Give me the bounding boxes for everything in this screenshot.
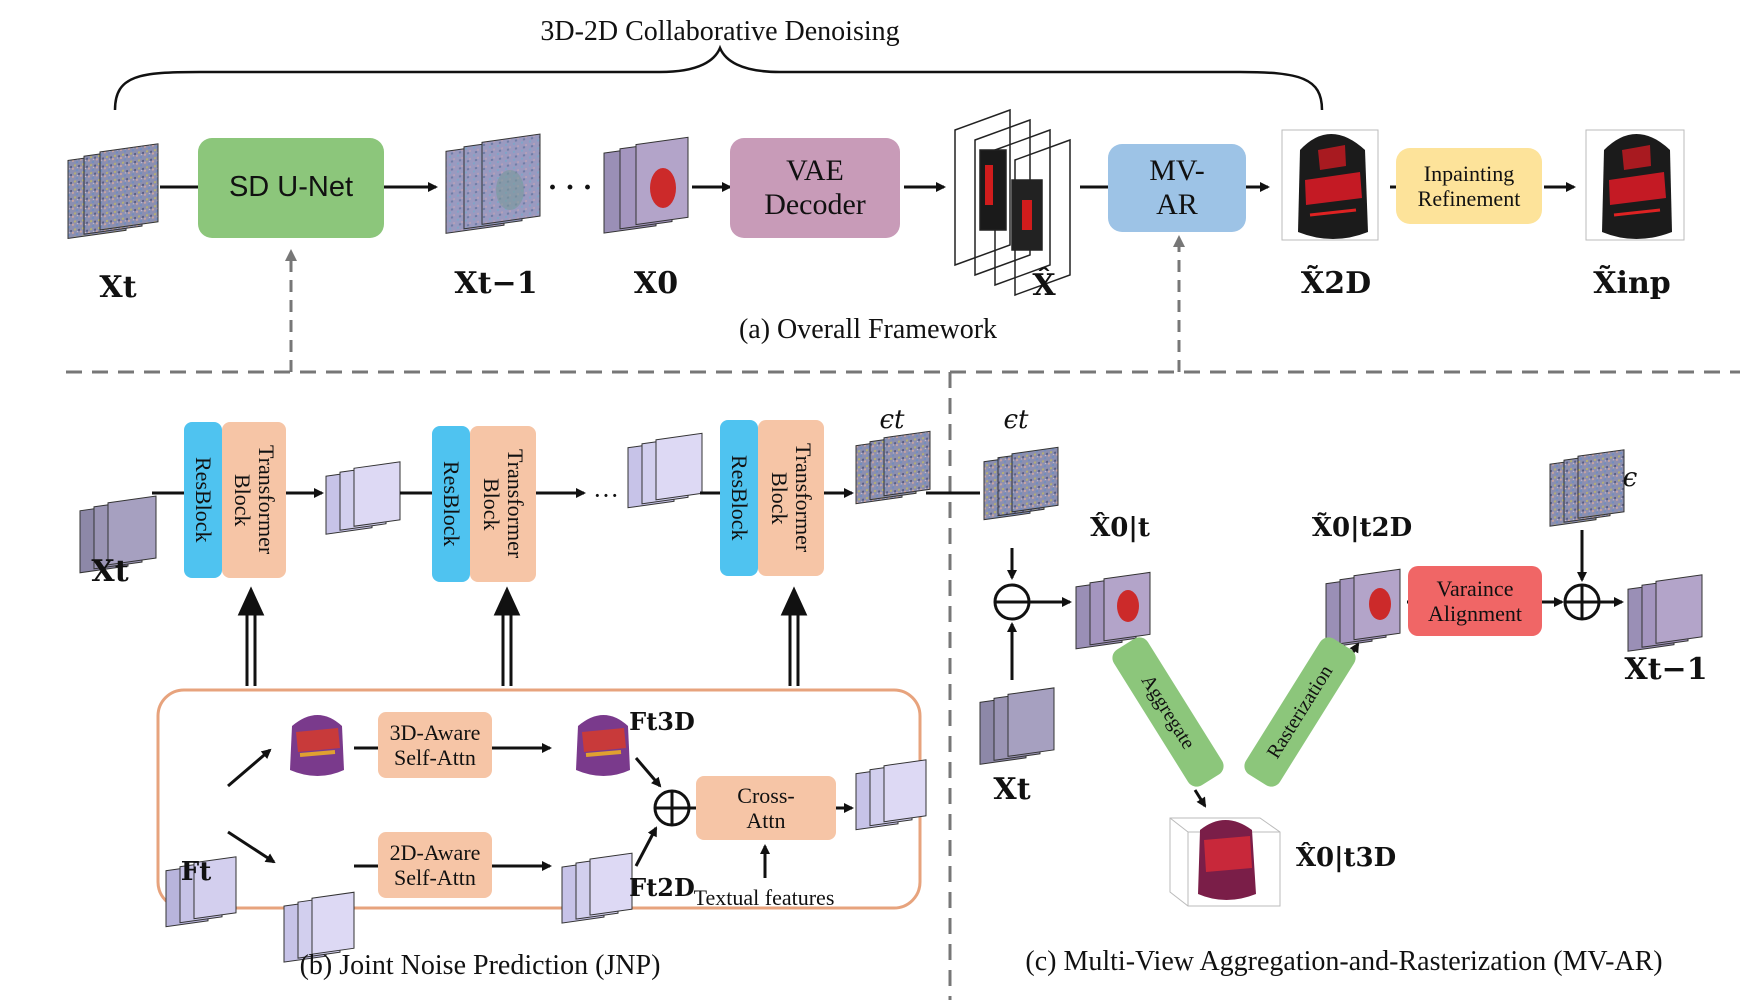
stack-ft	[165, 856, 237, 928]
stack-jnp-f2	[627, 432, 703, 509]
stack-2d-left	[283, 891, 355, 963]
sd-unet-box: SD U-Net	[198, 138, 384, 238]
resblock-2	[432, 426, 470, 582]
mvar-eps: ϵ	[1622, 463, 1638, 493]
stack-2d-right	[561, 852, 633, 924]
views-xhat	[954, 108, 1071, 297]
textual-features: Textual features	[693, 885, 835, 910]
mvar-sym-x0t2d: X̃0|t2D	[1311, 513, 1413, 543]
resblock-3-label: ResBlock	[727, 455, 753, 541]
jnp-ellipsis: ···	[593, 481, 619, 510]
stack-mvar-xt	[979, 687, 1055, 765]
pointcloud-2	[576, 715, 630, 776]
mvar-sym-x0t: X̂0|t	[1090, 513, 1150, 543]
brace	[113, 44, 1324, 111]
rasterization-box	[1244, 637, 1356, 787]
stack-x0-top	[603, 136, 689, 234]
mvar-sym-xt1: Xt−1	[1624, 652, 1708, 687]
sym-xt-top: Xt	[99, 270, 137, 305]
sym-xinp-top: X̃inp	[1593, 266, 1671, 301]
transformer-3	[758, 420, 824, 576]
mv-ar-label: MV- AR	[1149, 153, 1205, 222]
pointcloud-1	[290, 715, 344, 776]
backpack-x3d	[1169, 817, 1281, 907]
transformer-1	[222, 422, 286, 578]
transformer-3-label: Transformer Block	[767, 443, 817, 553]
backpack-x2d	[1281, 129, 1379, 241]
backpack-xinp	[1585, 129, 1685, 241]
caption-b: (b) Joint Noise Prediction (JNP)	[299, 950, 661, 981]
stack-jnp-xt	[79, 495, 157, 574]
aggregate-box	[1112, 637, 1224, 787]
sym-xt1-top: Xt−1	[454, 266, 538, 301]
caption-c: (c) Multi-View Aggregation-and-Rasteriza…	[1025, 946, 1663, 977]
resblock-1	[184, 422, 222, 578]
vae-decoder-label: VAE Decoder	[764, 153, 866, 222]
transformer-1-label: Transformer Block	[230, 445, 280, 555]
sym-x0-top: X0	[633, 266, 679, 301]
cross-attn-box: Cross- Attn	[696, 776, 836, 840]
stack-mvar-xt1	[1627, 574, 1703, 652]
double-arrows	[237, 586, 808, 686]
mvar-eps-t: ϵt	[1003, 405, 1029, 435]
sym-ft: Ft	[180, 857, 212, 887]
ellipsis: · · ·	[547, 171, 593, 204]
stack-xt-top	[67, 143, 159, 240]
mvar-sym-xt: Xt	[993, 772, 1031, 807]
sym-x2d-top: X̃2D	[1300, 266, 1372, 301]
stack-jnp-eps	[855, 430, 931, 505]
inpainting-box: Inpainting Refinement	[1396, 148, 1542, 224]
mvar-sym-x0t3d: X̂0|t3D	[1295, 843, 1397, 873]
stack-mvar-eps	[983, 446, 1059, 521]
mv-ar-box: MV- AR	[1108, 144, 1246, 232]
stack-cross-out	[855, 759, 927, 831]
sym-ft3d: Ft3D	[629, 707, 695, 736]
stack-mvar-x2d	[1325, 568, 1401, 649]
sym-xhat-top: X̂	[1032, 268, 1056, 303]
caption-a: (a) Overall Framework	[738, 314, 998, 345]
aware2d-box: 2D-Aware Self-Attn	[378, 832, 492, 898]
stack-jnp-f1	[325, 461, 401, 535]
resblock-3	[720, 420, 758, 576]
inpainting-label: Inpainting Refinement	[1417, 160, 1521, 211]
brace-label: 3D-2D Collaborative Denoising	[540, 16, 900, 47]
jnp-eps-t: ϵt	[879, 405, 905, 435]
stack-xt1-top	[445, 133, 541, 234]
aware3d-box: 3D-Aware Self-Attn	[378, 712, 492, 778]
vae-decoder-box: VAE Decoder	[730, 138, 900, 238]
stack-mvar-x0t	[1075, 571, 1151, 650]
stack-mvar-eps2	[1549, 449, 1625, 527]
transformer-2-label: Transformer Block	[479, 449, 529, 559]
sd-unet-label: SD U-Net	[228, 171, 354, 204]
variance-box: Varaince Alignment	[1408, 566, 1542, 636]
resblock-1-label: ResBlock	[191, 457, 217, 543]
jnp-x-t: Xt	[91, 554, 129, 589]
resblock-2-label: ResBlock	[439, 461, 465, 547]
transformer-2	[470, 426, 536, 582]
sym-ft2d: Ft2D	[629, 873, 695, 902]
